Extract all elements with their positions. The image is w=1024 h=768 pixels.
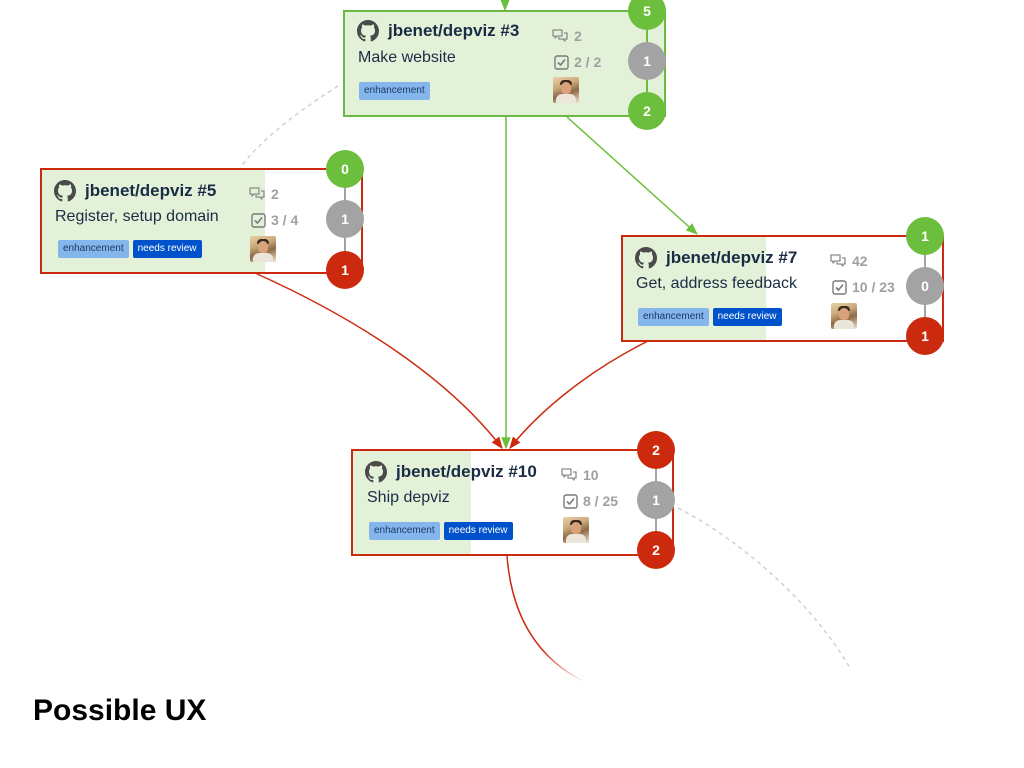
issue-repo-link[interactable]: jbenet/depviz #7 — [635, 247, 797, 269]
issue-repo-text: jbenet/depviz #7 — [666, 248, 798, 267]
comment-count: 10 — [561, 467, 599, 483]
comment-count: 2 — [249, 186, 279, 202]
label-enhancement[interactable]: enhancement — [58, 240, 129, 258]
issue-repo-text: jbenet/depviz #3 — [388, 21, 520, 40]
issue-repo-text: jbenet/depviz #10 — [396, 462, 537, 481]
github-icon — [357, 20, 379, 42]
depth-badge[interactable]: 1 — [628, 42, 666, 80]
label-enhancement[interactable]: enhancement — [359, 82, 430, 100]
github-icon — [54, 180, 76, 202]
comments-icon — [249, 186, 265, 200]
depends-count-badge[interactable]: 1 — [906, 317, 944, 355]
blocks-count-badge[interactable]: 2 — [637, 431, 675, 469]
issue-repo-link[interactable]: jbenet/depviz #5 — [54, 180, 216, 202]
depends-count-badge[interactable]: 2 — [628, 92, 666, 130]
issue-labels: enhancement needs review — [638, 308, 782, 326]
edge-issue-7-to-issue-10 — [509, 340, 649, 449]
task-count: 2 / 2 — [554, 54, 601, 70]
label-needs-review[interactable]: needs review — [712, 308, 782, 326]
task-count: 8 / 25 — [563, 493, 618, 509]
github-icon — [635, 247, 657, 269]
issue-card-10[interactable]: jbenet/depviz #10 Ship depviz enhancemen… — [351, 449, 674, 556]
assignee-avatar[interactable] — [563, 517, 589, 543]
issue-title: Ship depviz — [367, 489, 450, 506]
issue-repo-link[interactable]: jbenet/depviz #3 — [357, 20, 519, 42]
issue-repo-link[interactable]: jbenet/depviz #10 — [365, 461, 537, 483]
blocks-count-badge[interactable]: 0 — [326, 150, 364, 188]
checkbox-icon — [563, 493, 578, 509]
issue-labels: enhancement needs review — [369, 522, 513, 540]
issue-labels: enhancement needs review — [58, 240, 202, 258]
edge-faded-left — [239, 85, 339, 169]
depends-count-badge[interactable]: 1 — [326, 251, 364, 289]
depends-count-badge[interactable]: 2 — [637, 531, 675, 569]
issue-title: Register, setup domain — [55, 208, 219, 225]
assignee-avatar[interactable] — [831, 303, 857, 329]
label-enhancement[interactable]: enhancement — [369, 522, 440, 540]
label-needs-review[interactable]: needs review — [443, 522, 513, 540]
comments-icon — [561, 467, 577, 481]
comments-icon — [552, 28, 568, 42]
label-enhancement[interactable]: enhancement — [638, 308, 709, 326]
checkbox-icon — [251, 212, 266, 228]
label-needs-review[interactable]: needs review — [132, 240, 202, 258]
checkbox-icon — [832, 279, 847, 295]
issue-card-5[interactable]: jbenet/depviz #5 Register, setup domain … — [40, 168, 363, 274]
assignee-avatar[interactable] — [553, 77, 579, 103]
depth-badge[interactable]: 1 — [326, 200, 364, 238]
assignee-avatar[interactable] — [250, 236, 276, 262]
depth-badge[interactable]: 0 — [906, 267, 944, 305]
comment-count: 2 — [552, 28, 582, 44]
issue-card-7[interactable]: jbenet/depviz #7 Get, address feedback e… — [621, 235, 944, 342]
comments-icon — [830, 253, 846, 267]
comment-count: 42 — [830, 253, 868, 269]
blocks-count-badge[interactable]: 5 — [628, 0, 666, 30]
issue-title: Make website — [358, 49, 456, 66]
issue-title: Get, address feedback — [636, 275, 797, 292]
github-icon — [365, 461, 387, 483]
issue-labels: enhancement — [359, 82, 430, 100]
issue-card-3[interactable]: jbenet/depviz #3 Make website enhancemen… — [343, 10, 666, 117]
task-count: 3 / 4 — [251, 212, 298, 228]
edge-issue-5-to-issue-10 — [254, 272, 503, 449]
issue-repo-text: jbenet/depviz #5 — [85, 181, 217, 200]
edge-issue-3-to-issue-7 — [566, 116, 698, 235]
edge-out-issue-10-b — [506, 555, 586, 683]
task-count: 10 / 23 — [832, 279, 895, 295]
depth-badge[interactable]: 1 — [637, 481, 675, 519]
edge-faded-right — [677, 507, 851, 669]
slide-caption: Possible UX — [33, 694, 207, 727]
blocks-count-badge[interactable]: 1 — [906, 217, 944, 255]
checkbox-icon — [554, 54, 569, 70]
